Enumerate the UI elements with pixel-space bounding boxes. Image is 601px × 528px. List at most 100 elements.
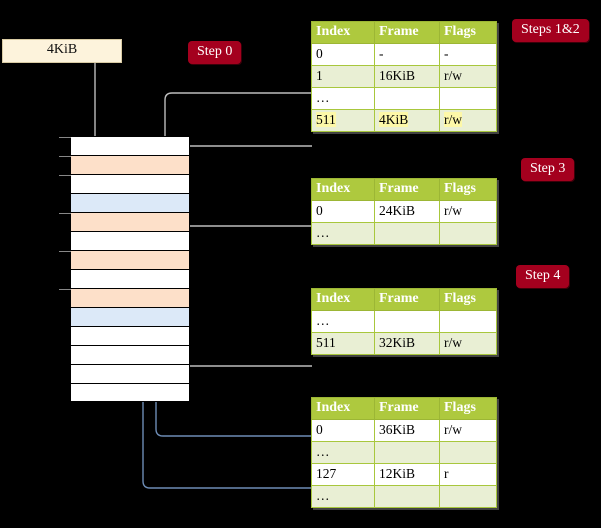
column-header-index: Index (311, 178, 375, 201)
table-cell-flags: r/w (439, 109, 497, 132)
column-header-index: Index (311, 397, 375, 420)
badge-step-4: Step 4 (516, 265, 570, 288)
table-cell-frame: 16KiB (374, 65, 440, 88)
table-cell-frame: 32KiB (374, 332, 440, 355)
table-cell-frame (374, 222, 440, 245)
table-cell-index: 127 (311, 463, 375, 486)
column-header-frame: Frame (374, 397, 440, 420)
memory-frame-row (70, 383, 190, 402)
memory-frame-row (70, 345, 190, 364)
table-row: … (311, 441, 497, 464)
badge-step-3: Step 3 (521, 158, 575, 181)
memory-frame-row (70, 326, 190, 345)
memory-frame-tick (59, 251, 71, 252)
table-cell-frame (374, 441, 440, 464)
table-cell-frame: - (374, 43, 440, 66)
column-header-index: Index (311, 21, 375, 44)
memory-frame-row (59, 155, 190, 174)
memory-frame-row (59, 288, 190, 307)
column-header-flags: Flags (439, 21, 497, 44)
table-cell-index: 511 (311, 332, 375, 355)
table-cell-flags (439, 87, 497, 110)
table-row: … (311, 310, 497, 333)
table-row: 511 4KiB r/w (311, 109, 497, 132)
memory-frame-row (70, 364, 190, 383)
table-cell-frame: 12KiB (374, 463, 440, 486)
table-cell-flags (439, 310, 497, 333)
table-cell-frame: 36KiB (374, 419, 440, 442)
table-cell-index: … (311, 485, 375, 508)
table-cell-flags: r/w (439, 419, 497, 442)
virtual-page-box: 4KiB (2, 39, 122, 63)
highlighted-value: 4KiB (379, 112, 409, 127)
table-cell-index: … (311, 441, 375, 464)
table-cell-flags (439, 485, 497, 508)
column-header-flags: Flags (439, 397, 497, 420)
table-cell-index: 0 (311, 419, 375, 442)
memory-frame-row (59, 136, 190, 155)
badge-steps-1-2-label: Steps 1&2 (521, 22, 580, 37)
memory-frame-row (70, 231, 190, 250)
column-header-frame: Frame (374, 21, 440, 44)
column-header-frame: Frame (374, 288, 440, 311)
column-header-index: Index (311, 288, 375, 311)
memory-frame-row (59, 212, 190, 231)
table-cell-frame: 24KiB (374, 200, 440, 223)
physical-memory-column (59, 136, 190, 402)
table-cell-flags (439, 222, 497, 245)
table-cell-index: … (311, 222, 375, 245)
virtual-page-label: 4KiB (46, 42, 78, 57)
badge-steps-1-2: Steps 1&2 (512, 19, 589, 42)
table-row: … (311, 222, 497, 245)
table-cell-index: 0 (311, 43, 375, 66)
badge-step-4-label: Step 4 (525, 268, 561, 283)
highlighted-value: r/w (444, 112, 462, 127)
memory-frame-tick (59, 156, 71, 157)
table-cell-flags: r/w (439, 65, 497, 88)
memory-frame-row (70, 307, 190, 326)
memory-frame-tick (59, 213, 71, 214)
badge-step-0-label: Step 0 (197, 44, 233, 59)
memory-frame-tick (59, 175, 71, 176)
memory-frame-row (59, 174, 190, 193)
column-header-flags: Flags (439, 288, 497, 311)
table-row: … (311, 87, 497, 110)
table-cell-flags: r/w (439, 200, 497, 223)
table-cell-flags: r (439, 463, 497, 486)
table-cell-index: 0 (311, 200, 375, 223)
table-cell-index: … (311, 310, 375, 333)
badge-step-3-label: Step 3 (530, 161, 566, 176)
table-row: 0-- (311, 43, 497, 66)
table-cell-frame (374, 310, 440, 333)
table-cell-index: 511 (311, 109, 375, 132)
memory-frame-row (70, 269, 190, 288)
column-header-flags: Flags (439, 178, 497, 201)
table-cell-flags (439, 441, 497, 464)
memory-frame-row (70, 193, 190, 212)
badge-step-0: Step 0 (188, 41, 242, 64)
table-cell-index: 1 (311, 65, 375, 88)
memory-frame-tick (59, 289, 71, 290)
table-cell-flags: - (439, 43, 497, 66)
table-cell-frame (374, 485, 440, 508)
table-row: … (311, 485, 497, 508)
table-cell-flags: r/w (439, 332, 497, 355)
highlighted-value: 511 (316, 112, 336, 127)
table-cell-frame (374, 87, 440, 110)
column-header-frame: Frame (374, 178, 440, 201)
memory-frame-row (59, 250, 190, 269)
table-cell-index: … (311, 87, 375, 110)
